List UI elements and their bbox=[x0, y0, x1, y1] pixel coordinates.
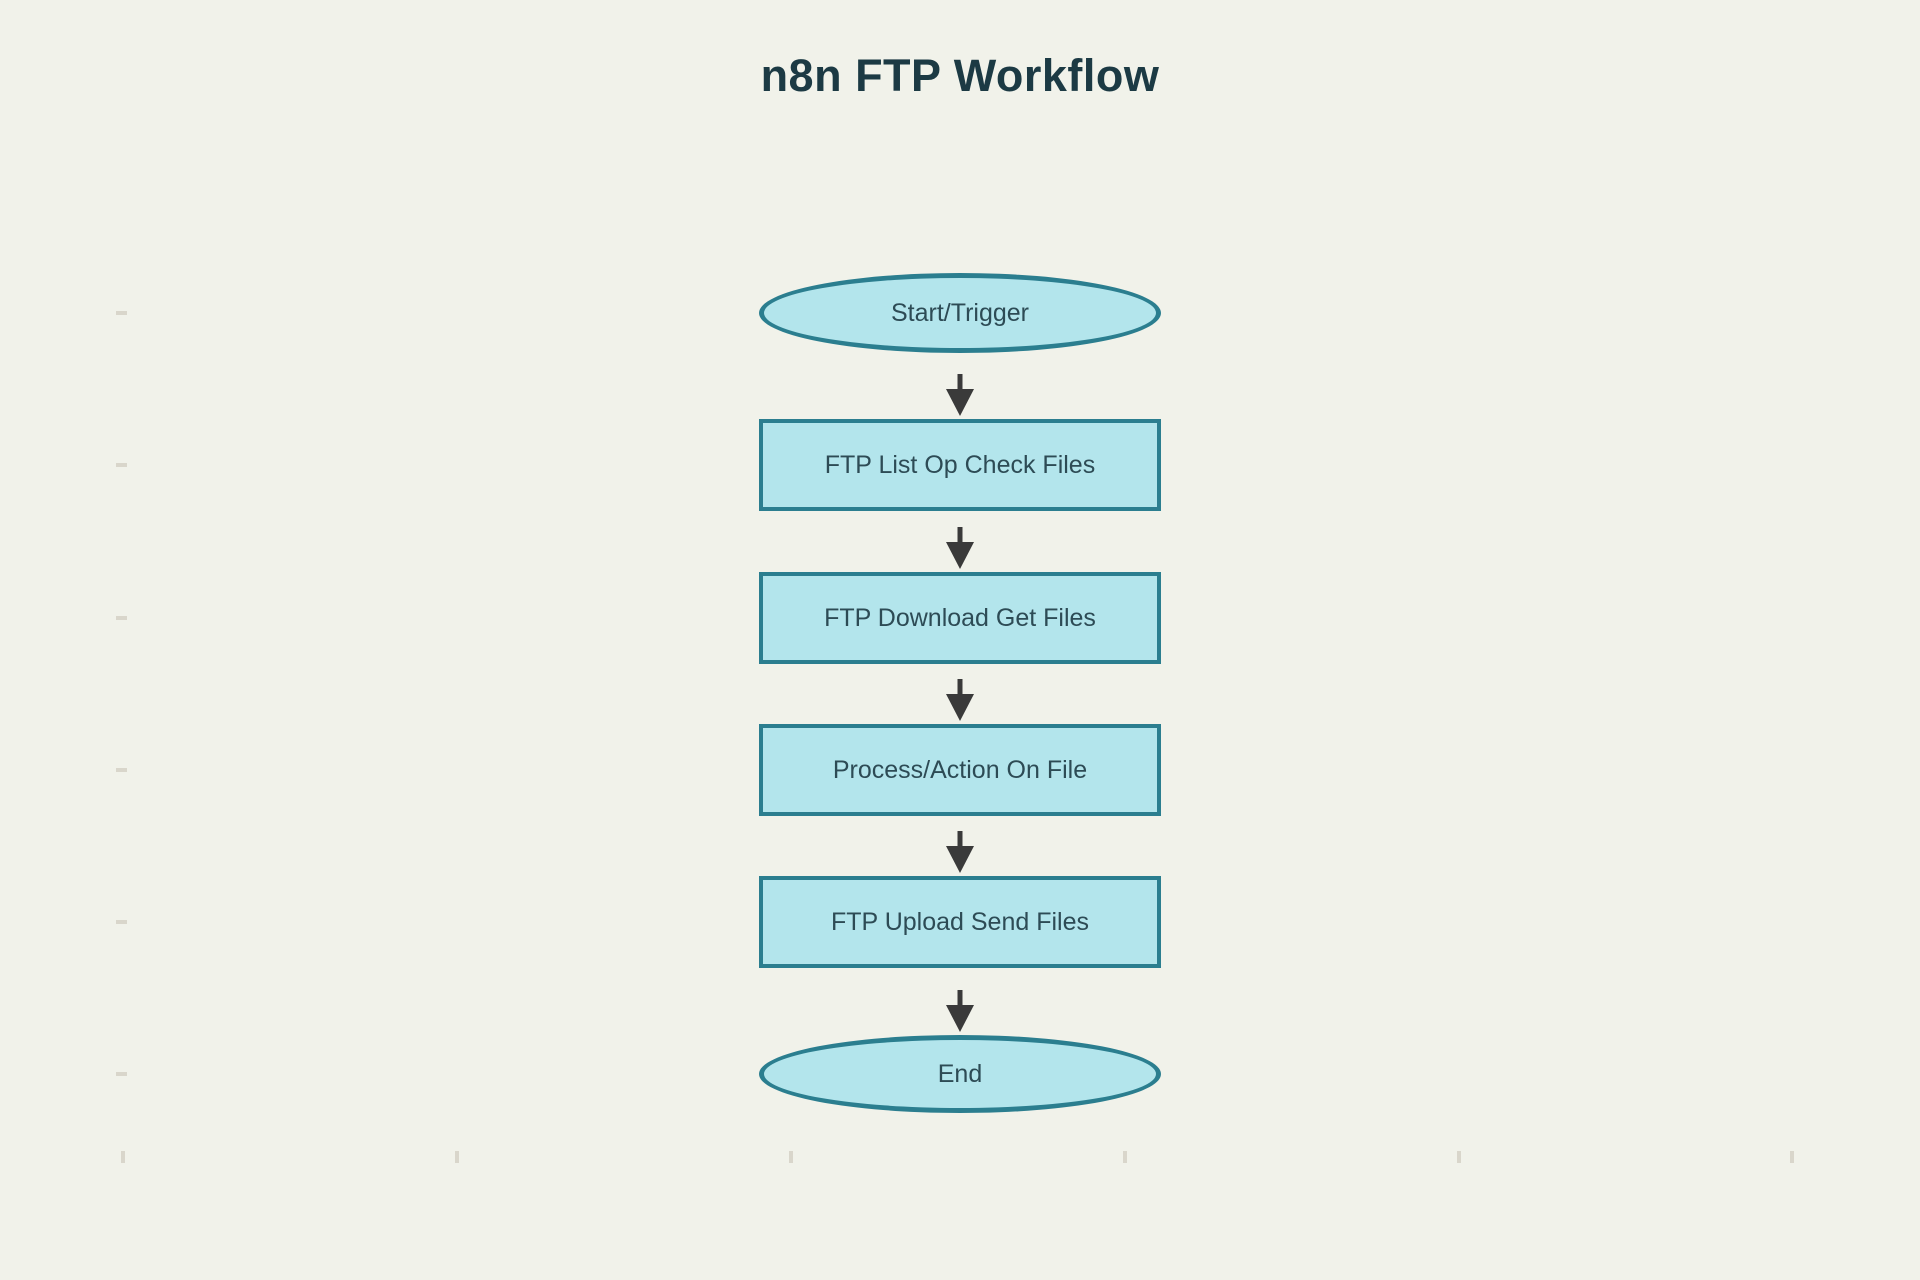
axis-tick-left bbox=[116, 616, 127, 620]
axis-tick-bottom bbox=[789, 1151, 793, 1163]
axis-tick-left bbox=[116, 768, 127, 772]
axis-tick-bottom bbox=[121, 1151, 125, 1163]
arrow-down-icon bbox=[946, 374, 974, 416]
arrow-down-icon bbox=[946, 990, 974, 1032]
axis-tick-left bbox=[116, 920, 127, 924]
axis-tick-left bbox=[116, 311, 127, 315]
node-label: FTP List Op Check Files bbox=[824, 450, 1096, 479]
arrow-down-icon bbox=[946, 527, 974, 569]
node-label: Start/Trigger bbox=[890, 298, 1029, 327]
axis-tick-bottom bbox=[1123, 1151, 1127, 1163]
diagram-title: n8n FTP Workflow bbox=[760, 50, 1160, 101]
arrow-down-icon bbox=[946, 679, 974, 721]
axis-tick-bottom bbox=[455, 1151, 459, 1163]
node-ftp-upload: FTP Upload Send Files bbox=[759, 876, 1161, 968]
arrow-down-icon bbox=[946, 831, 974, 873]
node-process-action: Process/Action On File bbox=[759, 724, 1161, 816]
axis-tick-bottom bbox=[1790, 1151, 1794, 1163]
node-start-terminator: Start/Trigger bbox=[759, 273, 1161, 353]
axis-tick-left bbox=[116, 463, 127, 467]
axis-tick-left bbox=[116, 1072, 127, 1076]
node-end-terminator: End bbox=[759, 1035, 1161, 1113]
node-label: Process/Action On File bbox=[832, 755, 1088, 784]
node-label: End bbox=[937, 1059, 983, 1088]
node-label: FTP Download Get Files bbox=[824, 603, 1096, 632]
node-ftp-download: FTP Download Get Files bbox=[759, 572, 1161, 664]
node-ftp-list: FTP List Op Check Files bbox=[759, 419, 1161, 511]
node-label: FTP Upload Send Files bbox=[831, 907, 1089, 936]
axis-tick-bottom bbox=[1457, 1151, 1461, 1163]
